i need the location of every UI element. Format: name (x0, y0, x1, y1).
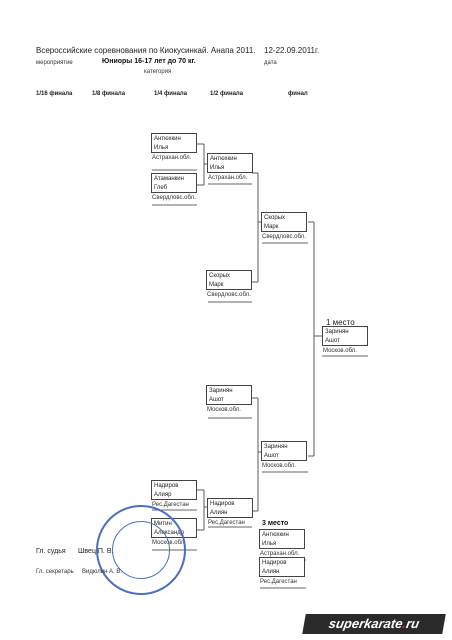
final-2-surname: Заринян (264, 444, 288, 450)
first-place-surname: Заринян (325, 329, 349, 335)
event-label: мероприятие (36, 60, 73, 66)
first-place-box: Заринян Ашот (322, 326, 368, 346)
third-a-region: Астрахан.обл. (260, 551, 300, 557)
third-place-box-b: Надиров Алиян (259, 557, 305, 577)
final-box-2: Заринян Ашот (261, 441, 307, 461)
official-stamp-inner (112, 521, 170, 579)
category-name: Юниоры 16-17 лет до 70 кг. (102, 58, 196, 65)
event-title: Всероссийские соревнования по Киокусинка… (36, 46, 256, 55)
third-b-surname: Надиров (262, 560, 287, 566)
quarter-1-surname: Антюхкин (154, 136, 181, 142)
round-header-1-2: 1/2 финала (210, 91, 244, 97)
quarter-3-surname: Скорых (209, 273, 231, 279)
event-dates: 12-22.09.2011г. (264, 46, 320, 55)
quarter-5-name: Алияр (154, 492, 172, 498)
watermark-left: superkarate (327, 616, 404, 631)
third-b-name: Алиян (262, 569, 280, 575)
semi-1-region: Астрахан.обл. (208, 175, 248, 181)
quarter-4-name: Ашот (209, 397, 224, 403)
site-watermark: superkarate.ru (302, 614, 446, 634)
round-header-final: финал (288, 91, 308, 97)
round-header-1-8: 1/8 финала (92, 91, 126, 97)
quarter-box-1: Антюхкин Илья (151, 133, 197, 153)
quarter-box-2: Атаманкин Глеб (151, 173, 197, 193)
first-place-region: Москов.обл. (323, 348, 357, 354)
first-place-name: Ашот (325, 338, 340, 344)
final-2-name: Ашот (264, 453, 279, 459)
chief-judge-label: Гл. судья (36, 548, 66, 555)
quarter-5-region: Рес.Дагестан (152, 502, 189, 508)
first-place-label: 1 место (326, 318, 355, 327)
round-header-1-4: 1/4 финала (154, 91, 188, 97)
quarter-4-region: Москов.обл. (207, 407, 241, 413)
semi-2-surname: Надиров (210, 501, 235, 507)
quarter-3-region: Свердловс.обл. (207, 292, 251, 298)
chief-judge-name: Швец П. В. (78, 548, 114, 555)
quarter-1-region: Астрахан.обл. (152, 155, 192, 161)
final-1-region: Свердловс.обл. (262, 234, 306, 240)
final-2-region: Москов.обл. (262, 463, 296, 469)
quarter-2-name: Глеб (154, 185, 168, 191)
third-b-region: Рес.Дагестан (260, 579, 297, 585)
final-1-name: Марк (264, 224, 279, 230)
third-place-box-a: Антюхкин Илья (259, 529, 305, 549)
semi-box-2: Надиров Алиян (207, 498, 253, 518)
third-place-label: 3 место (262, 520, 289, 527)
quarter-4-surname: Заринян (209, 388, 233, 394)
round-header-1-16: 1/16 финала (36, 91, 73, 97)
semi-1-surname: Антюхкин (210, 156, 237, 162)
quarter-2-surname: Атаманкин (154, 176, 184, 182)
category-label: категория (144, 69, 172, 75)
chief-secretary-name: Видюлин А. В. (82, 569, 123, 575)
quarter-box-5: Надиров Алияр (151, 480, 197, 500)
official-stamp (96, 505, 186, 595)
quarter-box-3: Скорых Марк (206, 270, 252, 290)
quarter-5-surname: Надиров (154, 483, 179, 489)
semi-2-name: Алиян (210, 510, 228, 516)
quarter-1-name: Илья (154, 145, 169, 151)
semi-box-1: Антюхкин Илья (207, 153, 253, 173)
date-label: дата (264, 60, 277, 66)
third-a-surname: Антюхкин (262, 532, 289, 538)
third-a-name: Илья (262, 541, 277, 547)
quarter-box-4: Заринян Ашот (206, 385, 252, 405)
watermark-right: ru (404, 616, 421, 631)
semi-1-name: Илья (210, 165, 225, 171)
final-box-1: Скорых Марк (261, 212, 307, 232)
quarter-3-name: Марк (209, 282, 224, 288)
semi-2-region: Рес.Дагестан (208, 520, 245, 526)
final-1-surname: Скорых (264, 215, 286, 221)
quarter-2-region: Свердловс.обл. (152, 195, 196, 201)
chief-secretary-label: Гл. секретарь (36, 569, 74, 575)
